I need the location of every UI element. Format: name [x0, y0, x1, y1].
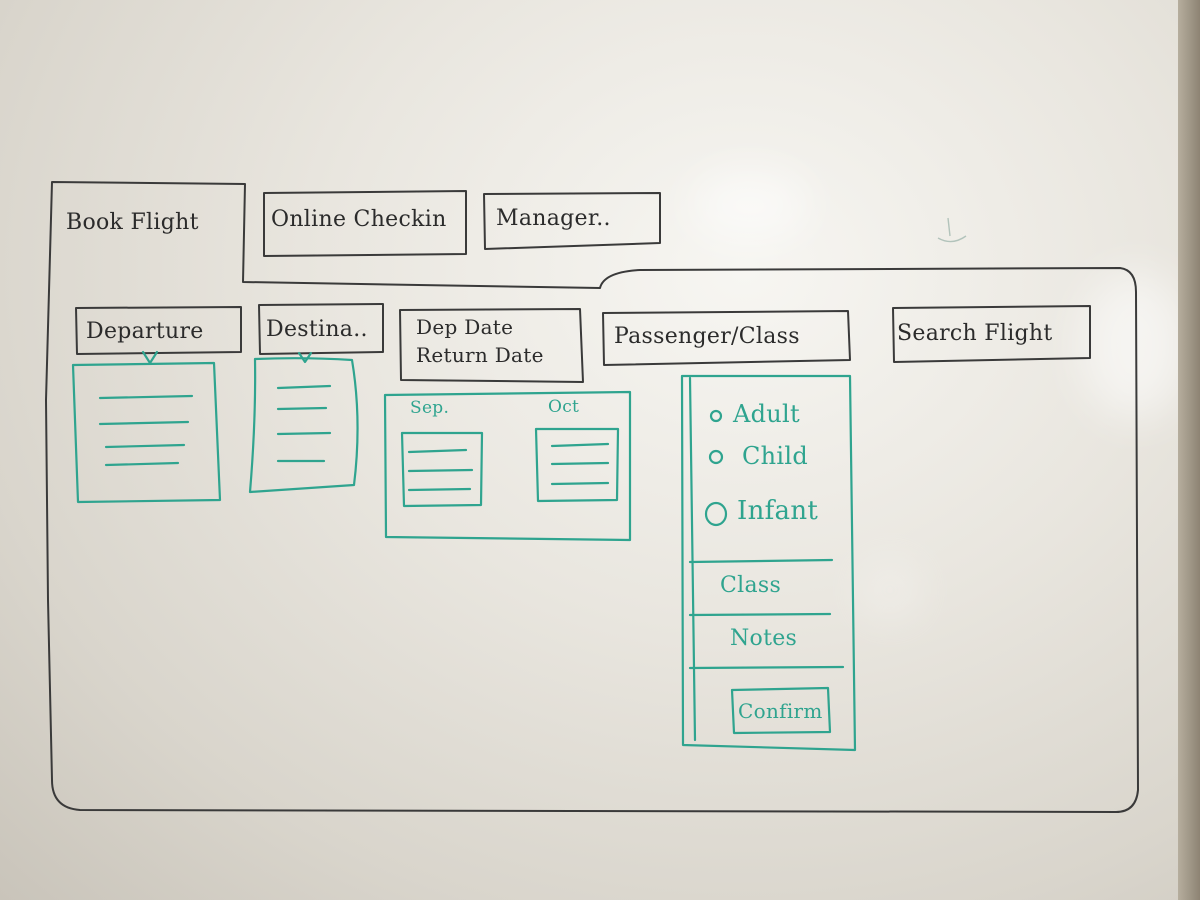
month-2-grid	[534, 427, 620, 503]
confirm-button-box	[730, 686, 832, 735]
destination-box	[258, 303, 384, 355]
infant-option[interactable]: Infant	[737, 496, 819, 526]
child-radio	[708, 449, 724, 465]
return-date-field[interactable]: Return Date	[416, 343, 544, 367]
infant-radio	[704, 501, 728, 527]
dates-box	[399, 308, 584, 383]
destination-dropdown-arrow	[297, 351, 313, 364]
main-panel-outline	[45, 181, 1139, 813]
month-sep-label: Sep.	[410, 398, 450, 418]
departure-field[interactable]: Departure	[86, 319, 204, 344]
class-option[interactable]: Class	[720, 573, 782, 598]
confirm-button[interactable]: Confirm	[738, 699, 823, 723]
destination-dropdown-list	[248, 357, 359, 494]
adult-radio	[709, 409, 723, 423]
search-flight-button[interactable]: Search Flight	[897, 321, 1053, 346]
tab-manager[interactable]: Manager..	[496, 206, 611, 231]
tab-book-flight[interactable]: Book Flight	[66, 210, 199, 235]
departure-dropdown-list	[71, 361, 222, 504]
child-option[interactable]: Child	[742, 442, 809, 470]
search-flight-box	[892, 305, 1091, 363]
dep-date-field[interactable]: Dep Date	[416, 315, 514, 339]
passenger-dropdown-panel	[680, 374, 857, 752]
destination-field[interactable]: Destina..	[266, 317, 368, 342]
tab-online-checkin-box	[263, 190, 467, 257]
tab-manager-box	[483, 192, 661, 250]
whiteboard-frame	[1178, 0, 1200, 900]
adult-option[interactable]: Adult	[733, 400, 800, 428]
passenger-class-box	[602, 310, 851, 366]
passenger-class-field[interactable]: Passenger/Class	[614, 324, 800, 349]
month-1-grid	[400, 431, 484, 508]
departure-box	[75, 306, 242, 355]
notes-option[interactable]: Notes	[730, 626, 798, 651]
month-oct-label: Oct	[548, 397, 580, 417]
tab-online-checkin[interactable]: Online Checkin	[271, 207, 447, 232]
date-picker-panel	[383, 390, 632, 542]
